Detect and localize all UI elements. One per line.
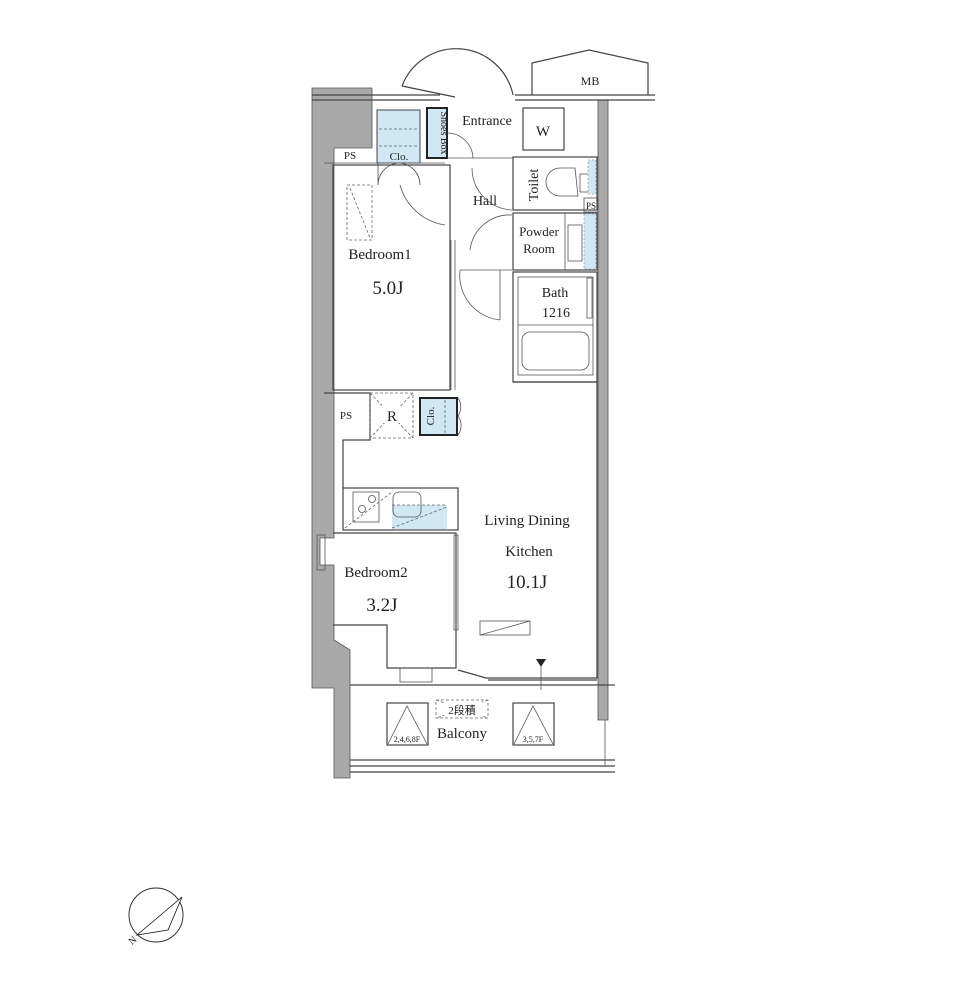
bedroom-1: Bedroom1 5.0J xyxy=(332,164,456,391)
hall-label: Hall xyxy=(473,194,497,209)
exterior-walls xyxy=(311,87,655,779)
bedroom1-label: Bedroom1 xyxy=(348,247,411,263)
kitchen-counter xyxy=(342,487,459,531)
washer-space: W xyxy=(522,107,565,151)
mb-label: MB xyxy=(581,74,600,88)
closet-2: Clo. xyxy=(419,397,462,436)
bath-size: 1216 xyxy=(542,306,570,321)
svg-text:W: W xyxy=(536,124,551,140)
svg-text:Shoes Box: Shoes Box xyxy=(438,111,449,154)
ps-label-3: PS xyxy=(340,410,352,422)
svg-text:Room: Room xyxy=(523,241,555,256)
bedroom1-size: 5.0J xyxy=(372,278,403,299)
meter-box: MB xyxy=(531,49,649,95)
ps-label-2: PS xyxy=(586,201,596,211)
bathroom: Bath 1216 xyxy=(512,271,598,383)
powder-room: Powder Room xyxy=(512,212,598,271)
svg-text:Clo.: Clo. xyxy=(425,406,437,425)
north-compass: N xyxy=(127,887,184,948)
living-dining-kitchen: Living Dining Kitchen 10.1J xyxy=(457,381,598,690)
toilet-room: Toilet PS xyxy=(512,156,599,213)
bedroom2-size: 3.2J xyxy=(366,595,397,616)
ldk-size: 10.1J xyxy=(507,572,548,593)
stack-note: 2段積 xyxy=(448,703,476,717)
balcony: 2,4,6,8F 2段積 Balcony 3,5,7F xyxy=(386,699,555,746)
entrance-door xyxy=(401,48,514,98)
svg-text:Living Dining: Living Dining xyxy=(484,513,570,529)
refrigerator-space: R xyxy=(369,392,414,439)
hatch-left-label: 2,4,6,8F xyxy=(394,735,421,744)
entrance-label: Entrance xyxy=(462,114,512,129)
svg-text:Clo.: Clo. xyxy=(390,151,409,163)
hatch-right-label: 3,5,7F xyxy=(523,735,544,744)
svg-text:Bedroom2: Bedroom2 xyxy=(344,565,407,581)
svg-text:Toilet: Toilet xyxy=(527,169,542,202)
svg-text:R: R xyxy=(387,409,397,425)
balcony-label: Balcony xyxy=(437,726,487,742)
ps-label-1: PS xyxy=(344,150,356,162)
shoes-box: Shoes Box xyxy=(426,107,449,159)
closet-1: Clo. xyxy=(376,109,421,186)
north-label: N xyxy=(127,935,140,948)
bedroom-2: Bedroom2 3.2J xyxy=(316,532,459,683)
svg-text:Kitchen: Kitchen xyxy=(505,544,553,560)
svg-text:Powder: Powder xyxy=(519,224,559,239)
svg-text:Bath: Bath xyxy=(542,286,568,301)
